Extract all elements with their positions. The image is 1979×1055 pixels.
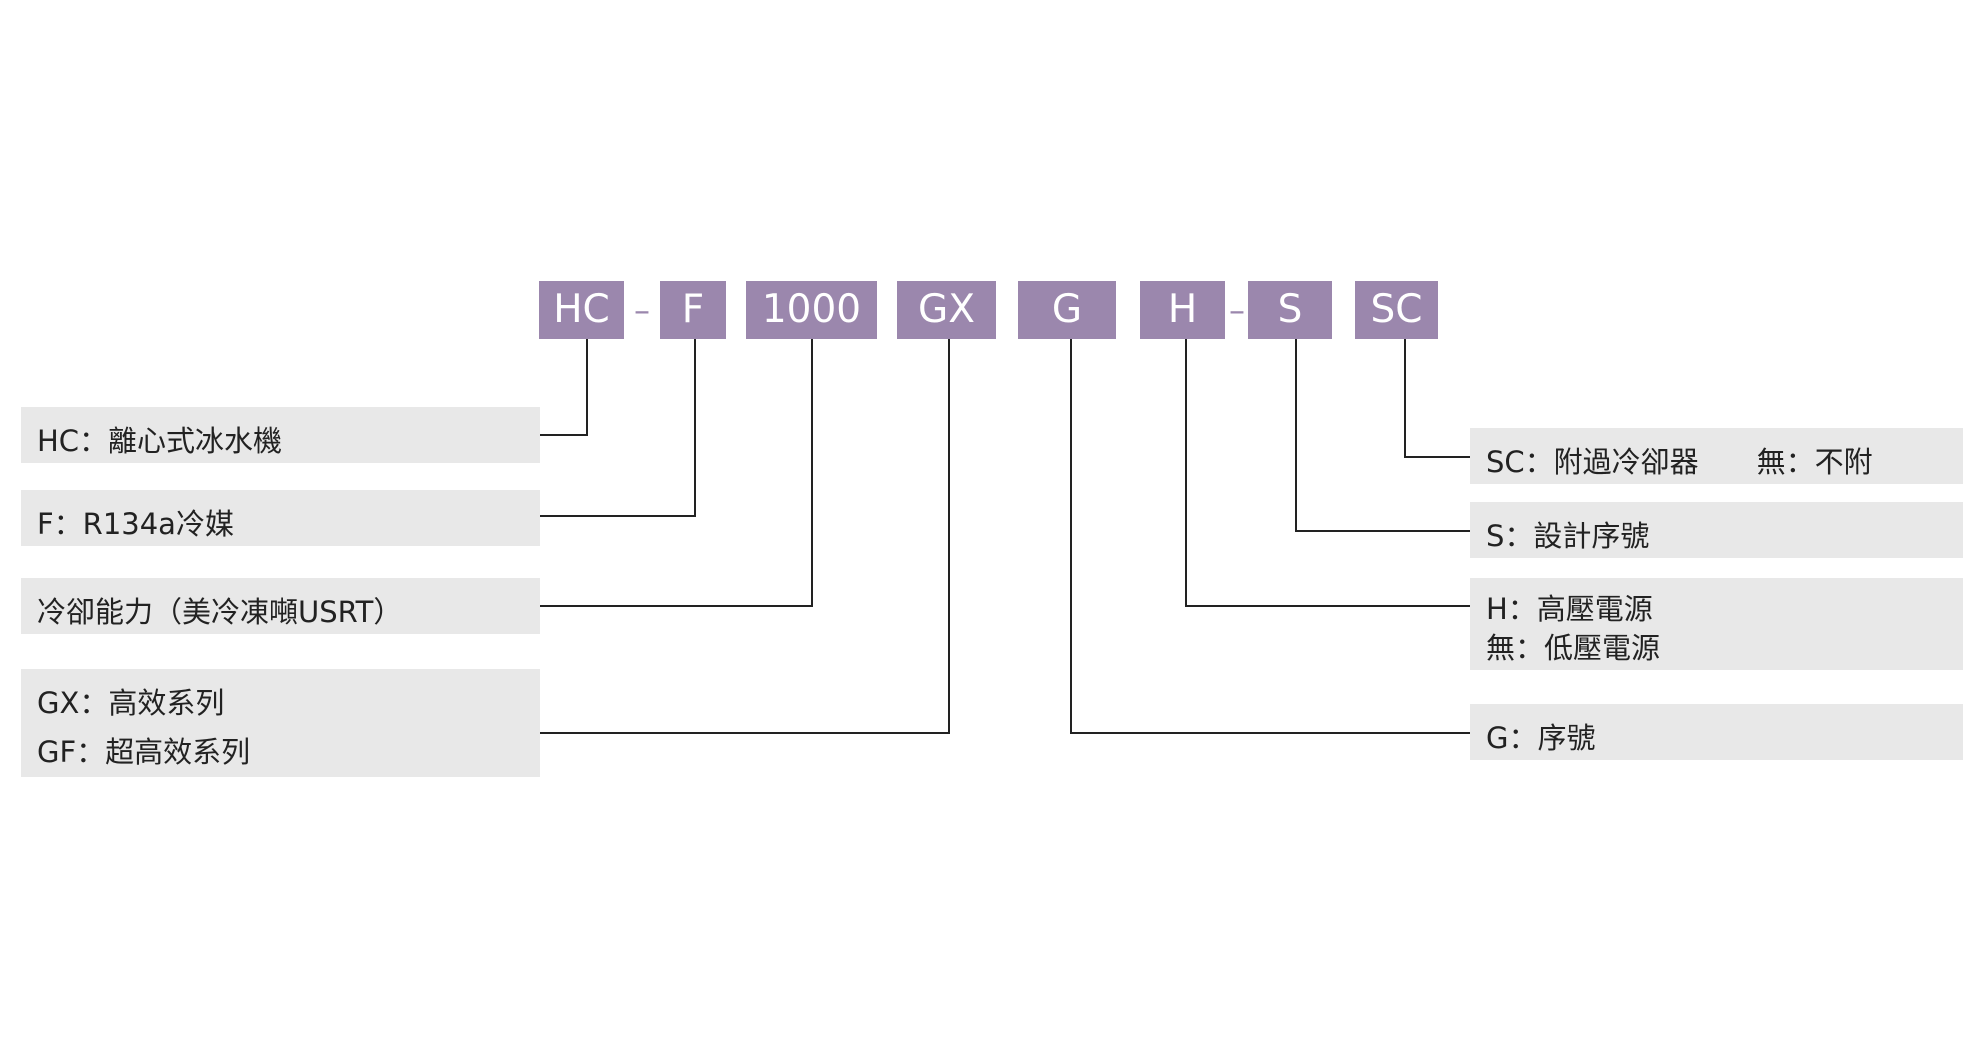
code-box-gx: GX xyxy=(897,281,996,339)
label-gx: GX：高效系列 GF：超高效系列 xyxy=(21,669,540,777)
label-capacity: 冷卻能力（美冷凍噸USRT） xyxy=(21,578,540,634)
label-sc: SC：附過冷卻器 無：不附 xyxy=(1470,428,1963,484)
label-h-text: H：高壓電源 xyxy=(1486,592,1653,626)
code-box-capacity: 1000 xyxy=(746,281,877,339)
label-gx-text: GX：高效系列 xyxy=(37,686,225,720)
connector-hc xyxy=(540,339,588,436)
separator-dash: – xyxy=(634,291,650,329)
code-box-f: F xyxy=(660,281,726,339)
label-hc: HC：離心式冰水機 xyxy=(21,407,540,463)
label-gf-text: GF：超高效系列 xyxy=(37,735,251,769)
connector-h xyxy=(1185,339,1470,607)
code-box-s: S xyxy=(1248,281,1332,339)
label-no-h-text: 無：低壓電源 xyxy=(1486,631,1661,665)
code-box-g: G xyxy=(1018,281,1116,339)
label-h: H：高壓電源 無：低壓電源 xyxy=(1470,578,1963,670)
connector-gx xyxy=(540,339,950,734)
label-s: S：設計序號 xyxy=(1470,502,1963,558)
connector-f xyxy=(540,339,696,517)
label-capacity-text: 冷卻能力（美冷凍噸USRT） xyxy=(37,595,403,629)
connector-sc xyxy=(1404,339,1470,458)
label-hc-text: HC：離心式冰水機 xyxy=(37,424,283,458)
connector-g xyxy=(1070,339,1470,734)
label-g: G：序號 xyxy=(1470,704,1963,760)
label-s-text: S：設計序號 xyxy=(1486,519,1650,553)
code-box-hc: HC xyxy=(539,281,624,339)
label-g-text: G：序號 xyxy=(1486,721,1596,755)
separator-dash: – xyxy=(1229,291,1245,329)
label-f: F：R134a冷媒 xyxy=(21,490,540,546)
code-box-sc: SC xyxy=(1355,281,1438,339)
connector-capacity xyxy=(540,339,813,607)
label-f-text: F：R134a冷媒 xyxy=(37,507,234,541)
connector-s xyxy=(1295,339,1470,532)
label-sc-text: SC：附過冷卻器 無：不附 xyxy=(1486,445,1873,479)
code-box-h: H xyxy=(1140,281,1225,339)
